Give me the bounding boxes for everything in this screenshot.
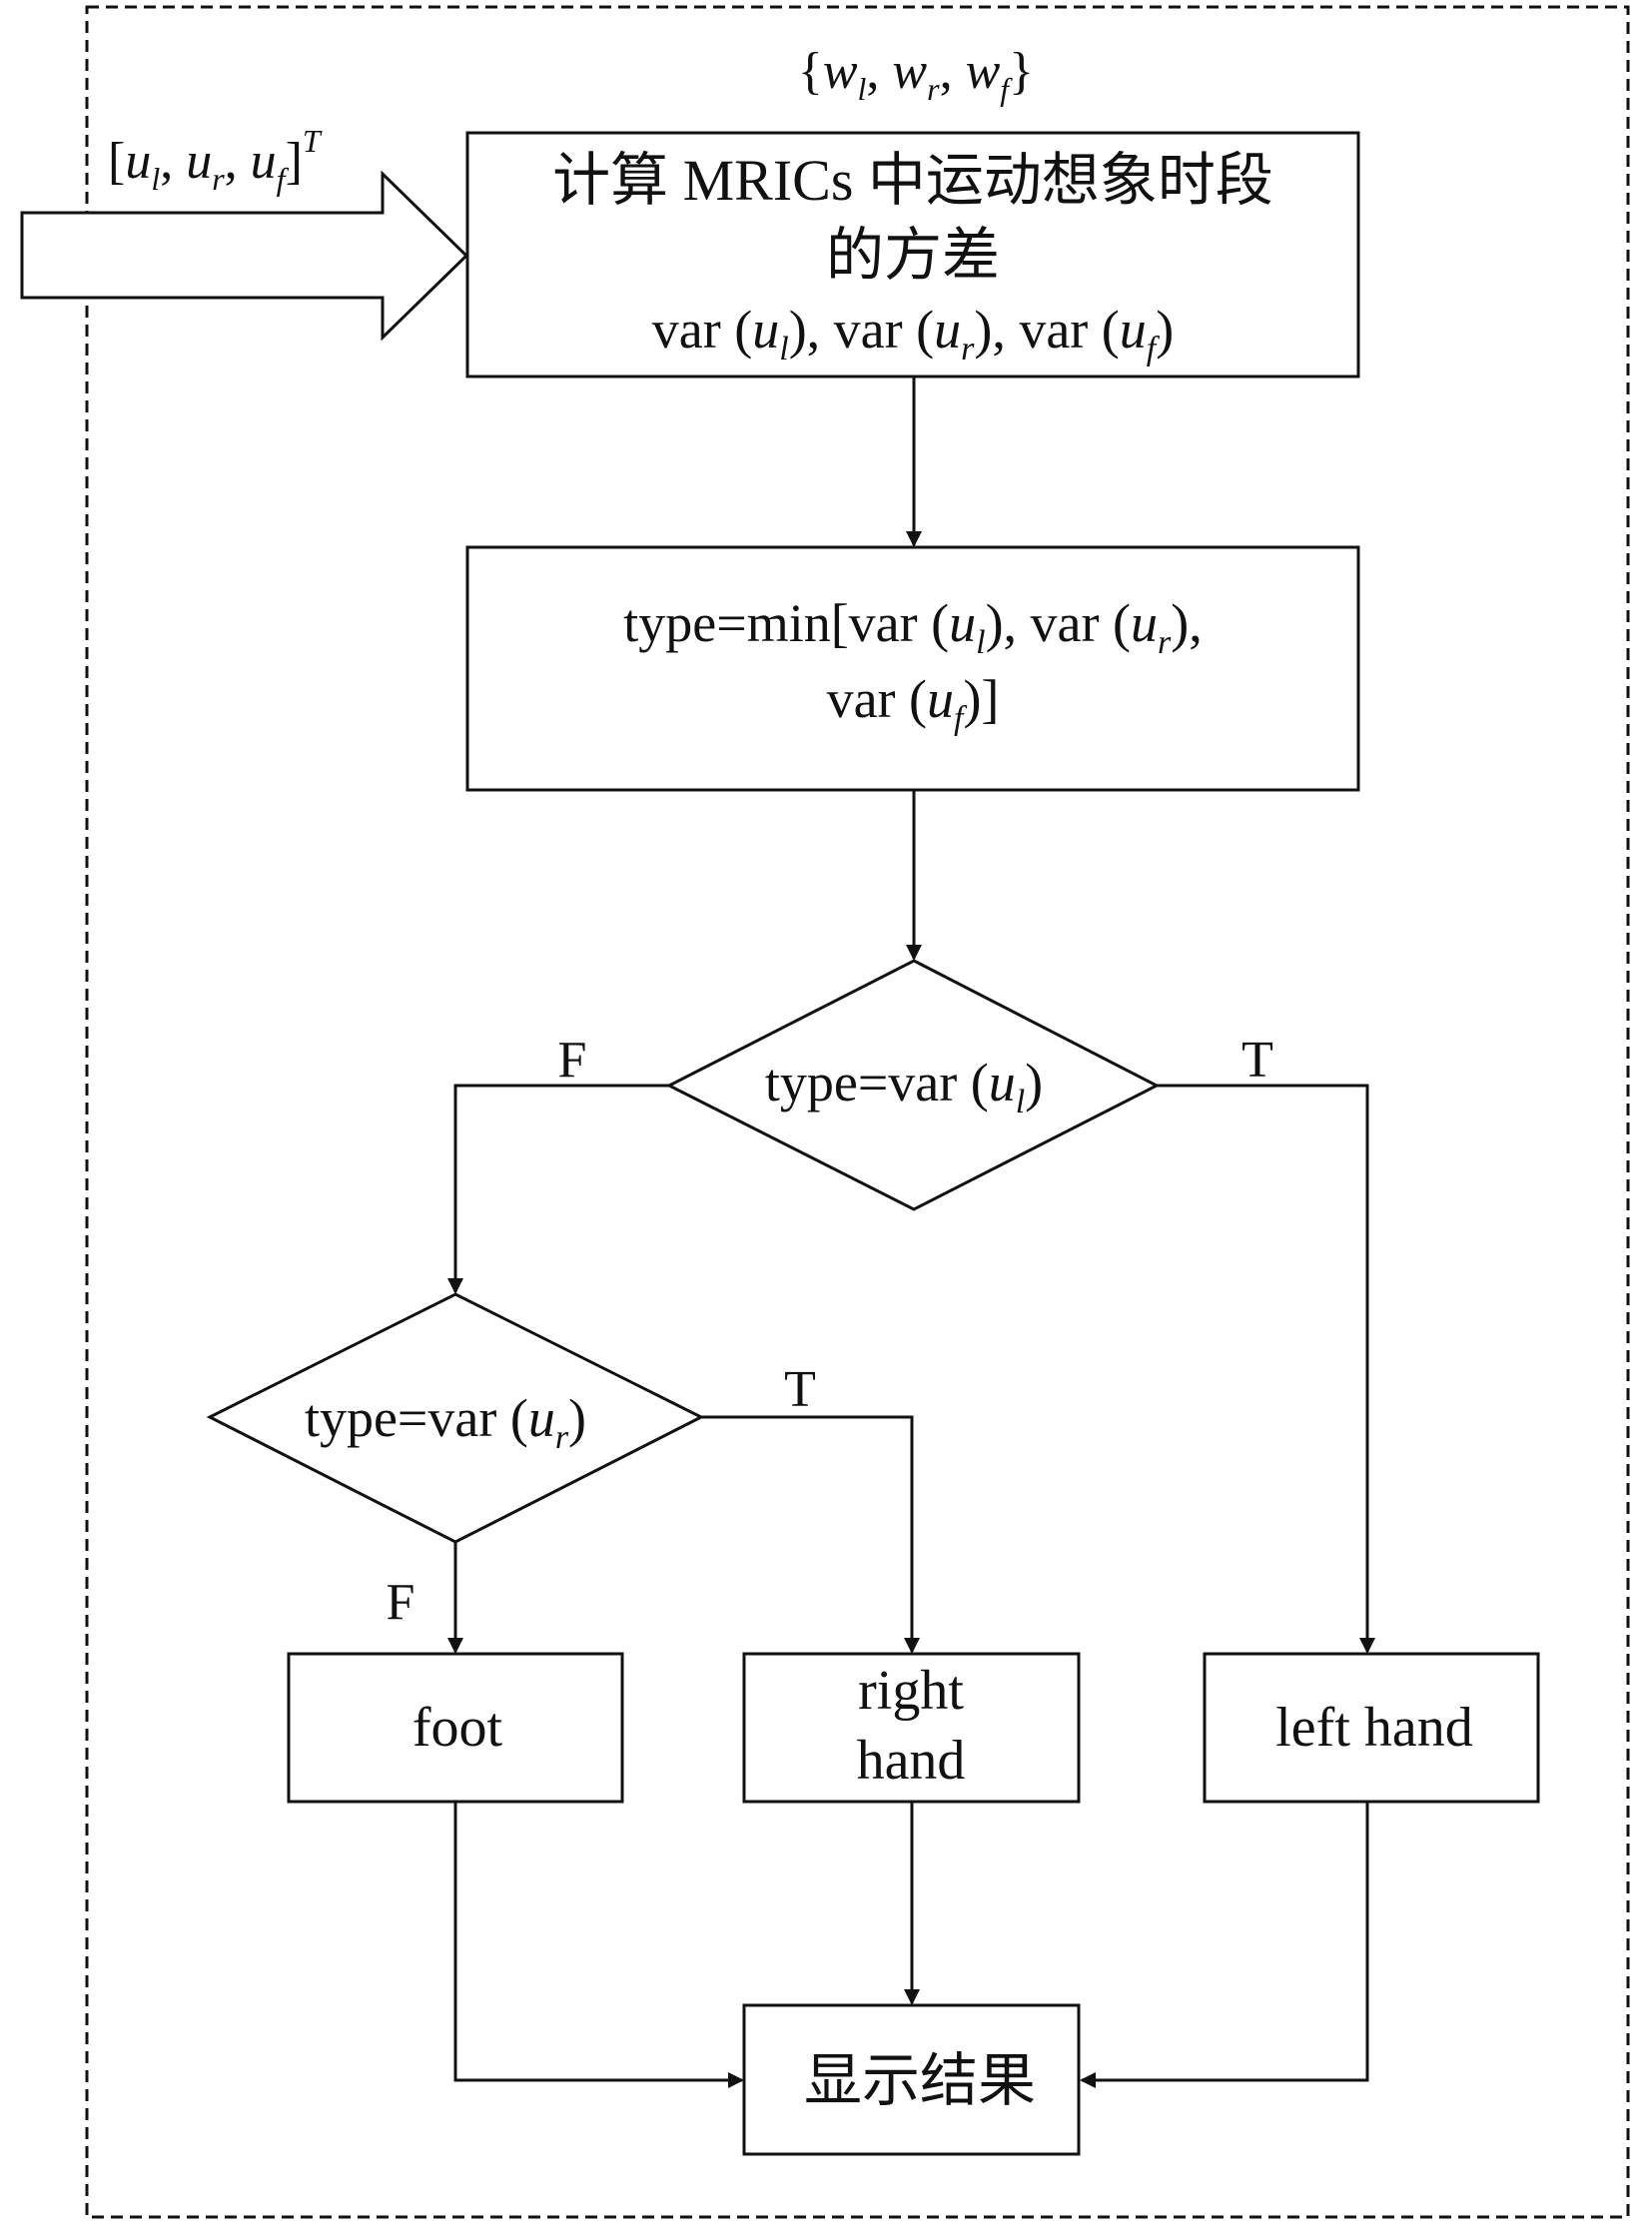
decision-right-false-label: F <box>387 1574 415 1631</box>
result-box <box>742 2003 1081 2156</box>
arrow-decision-left-false <box>447 1084 669 1294</box>
type-min-box <box>465 545 1360 792</box>
left-hand-label: left hand <box>1275 1697 1472 1759</box>
decision-left-hand <box>665 959 1161 1211</box>
decision-left-true-label: T <box>1241 1032 1273 1089</box>
compute-variance-line1: 计算 MRICs 中运动想象时段 <box>552 148 1273 213</box>
input-block-arrow <box>20 170 469 342</box>
input-vector-label: [ul, ur, uf]T <box>108 123 323 197</box>
decision-right-true-label: T <box>784 1361 816 1418</box>
right-hand-label-line2: hand <box>857 1730 966 1792</box>
arrow-foot-to-result <box>453 1802 744 2088</box>
type-min-line1: type=min[var (ul), var (ur), <box>623 593 1202 661</box>
compute-variance-formula: var (ul), var (ur), var (uf) <box>652 300 1174 368</box>
foot-label: foot <box>413 1697 503 1759</box>
arrow-left-hand-to-result <box>1080 1802 1369 2088</box>
decision-left-false-label: F <box>558 1032 587 1089</box>
right-hand-box <box>742 1652 1081 1804</box>
left-hand-box <box>1203 1652 1540 1804</box>
decision-left-hand-label: type=var (ul) <box>765 1053 1043 1120</box>
type-min-line2: var (uf)] <box>827 669 1000 737</box>
compute-variance-box <box>465 131 1360 378</box>
compute-variance-line2: 的方差 <box>826 223 1000 288</box>
outer-dashed-frame <box>85 5 1630 2219</box>
arrow-decision-right-true <box>701 1415 920 1654</box>
weights-label: {wl, wr, wf} <box>798 43 1034 107</box>
result-label: 显示结果 <box>804 2048 1036 2113</box>
decision-right-hand-label: type=var (ur) <box>305 1388 586 1456</box>
right-hand-label-line1: right <box>858 1660 964 1722</box>
arrow-decision-left-true <box>1157 1084 1375 1654</box>
foot-box <box>287 1652 624 1804</box>
